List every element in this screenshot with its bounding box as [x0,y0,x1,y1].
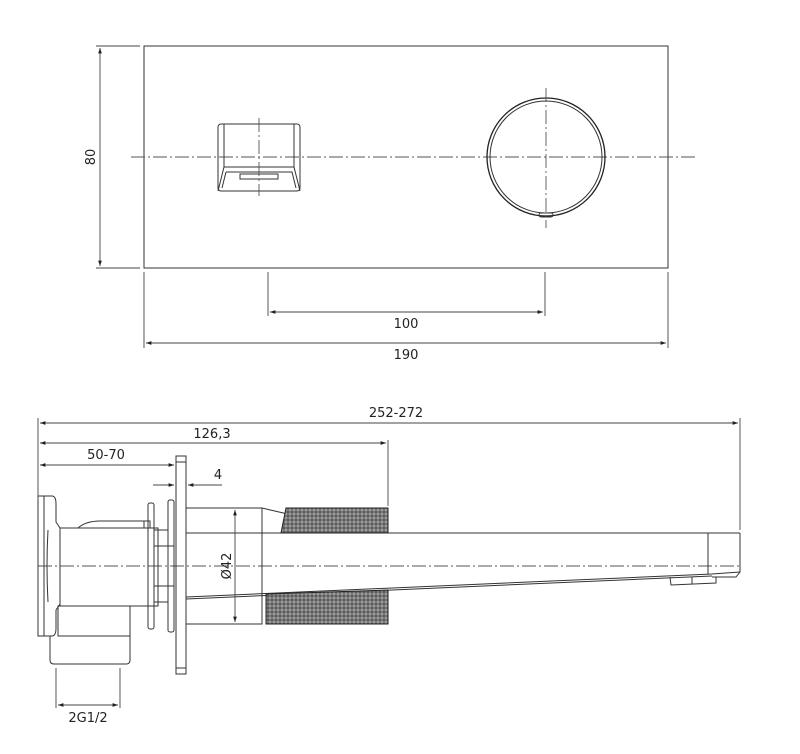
dimension-handle-projection: 126,3 [40,427,389,506]
handle-diameter-label: Ø42 [220,553,235,580]
knurled-handle[interactable] [261,507,389,625]
dimension-plate-thickness: 4 [153,468,222,487]
cover-plate-side [175,455,187,675]
wall-depth-label: 50-70 [87,448,125,463]
dimension-wall-depth: 50-70 [40,448,174,467]
dimension-plate-height: 80 [84,45,140,269]
spout-to-handle-label: 100 [394,317,419,332]
front-view: 80 100 190 [84,45,698,363]
plate-width-label: 190 [394,348,419,363]
dimension-handle-diameter: Ø42 [220,510,237,622]
plate-thickness-label: 4 [214,468,222,483]
connection-label: 2G1/2 [68,711,107,726]
dimension-connection: 2G1/2 [55,668,121,726]
wall-box [37,495,175,665]
round-handle-front [486,88,606,228]
total-projection-label: 252-272 [369,406,423,421]
spout-outlet-front [217,118,301,196]
dimension-total-projection: 252-272 [37,406,741,530]
dimension-spout-to-handle: 100 [267,272,546,332]
handle-projection-label: 126,3 [193,427,230,442]
plate-height-label: 80 [84,149,99,166]
side-view: 252-272 126,3 50-70 4 Ø42 2 [37,406,742,726]
dimension-plate-width: 190 [143,272,669,363]
